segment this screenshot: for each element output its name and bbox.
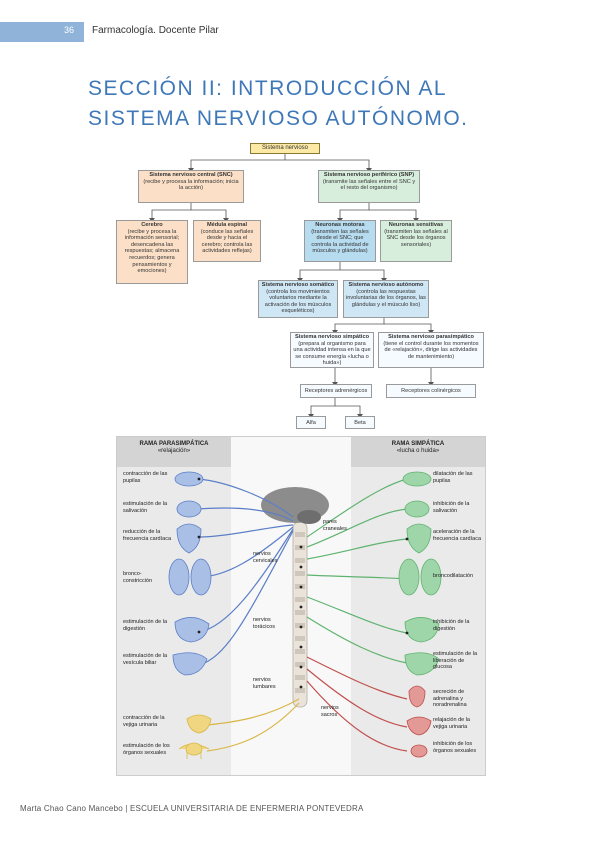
- header-title: Farmacología. Docente Pilar: [92, 25, 219, 36]
- left-label: estimulación de los órganos sexuales: [123, 743, 170, 756]
- node-title: Sistema nervioso autónomo: [348, 282, 424, 288]
- node-simpatico: Sistema nervioso simpático (prepara al o…: [290, 332, 374, 368]
- node-autonomo: Sistema nervioso autónomo (controla las …: [343, 280, 429, 318]
- node-title: Sistema nervioso parasimpático: [388, 334, 474, 340]
- left-label: contracción de la vejiga urinaria: [123, 715, 165, 728]
- node-somatico: Sistema nervioso somático (controla los …: [258, 280, 338, 318]
- autonomic-figure: RAMA PARASIMPÁTICA «relajación» RAMA SIM…: [116, 436, 486, 776]
- node-title: Cerebro: [141, 222, 163, 228]
- node-desc: (recibe y procesa la información sensori…: [124, 228, 180, 275]
- left-label: contracción de las pupilas: [123, 471, 168, 484]
- right-label: inhibición de los órganos sexuales: [433, 741, 477, 754]
- node-neuronas-sensitivas: Neuronas sensitivas (transmiten las seña…: [380, 220, 452, 262]
- left-label: estimulación de la vesícula biliar: [123, 653, 168, 666]
- node-label: Beta: [354, 420, 366, 426]
- node-neuronas-motoras: Neuronas motoras (transmiten las señales…: [304, 220, 376, 262]
- node-title: Neuronas motoras: [315, 222, 365, 228]
- left-label: estimulación de la salivación: [123, 501, 168, 514]
- node-title: Sistema nervioso periférico (SNP): [323, 172, 415, 178]
- node-desc: (transmite las señales entre el SNC y el…: [322, 178, 416, 192]
- node-desc: (conduce las señales desde y hacia el ce…: [200, 228, 254, 255]
- node-title: Sistema nervioso simpático: [295, 334, 369, 340]
- sympathetic-title: RAMA SIMPÁTICA: [391, 441, 445, 447]
- node-title: Neuronas sensitivas: [388, 222, 444, 228]
- label-nervios-sacros: nervios sacros: [321, 705, 339, 718]
- node-alfa: Alfa: [296, 416, 326, 429]
- sympathetic-subtitle: «lucha o huida»: [396, 448, 440, 454]
- node-desc: (prepara al organismo para una actividad…: [293, 340, 371, 367]
- right-label: inhibición de la salivación: [433, 501, 470, 514]
- right-label: relajación de la vejiga urinaria: [433, 717, 470, 730]
- left-label: reducción de la frecuencia cardíaca: [123, 529, 171, 542]
- node-label: Alfa: [306, 420, 316, 426]
- right-label: dilatación de las pupilas: [433, 471, 473, 484]
- node-label: Receptores adrenérgicos: [304, 388, 368, 394]
- right-label: inhibición de la digestión: [433, 619, 470, 632]
- node-title: Sistema nervioso somático: [261, 282, 335, 288]
- node-desc: (controla los movimientos voluntarios me…: [264, 288, 332, 315]
- left-label: estimulación de la digestión: [123, 619, 168, 632]
- right-label: estimulación de la liberación de glucosa: [433, 651, 478, 670]
- header-tab: [0, 22, 84, 42]
- page-number: 36: [64, 25, 75, 35]
- label-pares-craneales: pares craneales: [323, 519, 347, 532]
- node-cerebro: Cerebro (recibe y procesa la información…: [116, 220, 188, 284]
- node-desc: (transmiten las señales desde el SNC; qu…: [311, 228, 369, 255]
- node-snc: Sistema nervioso central (SNC) (recibe y…: [138, 170, 244, 203]
- node-beta: Beta: [345, 416, 375, 429]
- left-label: bronco-constricción: [123, 571, 153, 584]
- node-label: Sistema nervioso: [261, 145, 309, 151]
- right-label: broncodilatación: [433, 573, 474, 579]
- label-nervios-lumbares: nervios lumbares: [253, 677, 276, 690]
- diagram-connectors: [149, 153, 434, 418]
- node-receptores-colinergicos: Receptores colinérgicos: [386, 384, 476, 398]
- footer: Marta Chao Cano Mancebo | ESCUELA UNIVER…: [20, 804, 364, 813]
- section-title: SECCIÓN II: INTRODUCCIÓN AL SISTEMA NERV…: [88, 77, 469, 130]
- node-receptores-adrenergicos: Receptores adrenérgicos: [300, 384, 372, 398]
- node-medula: Médula espinal (conduce las señales desd…: [193, 220, 261, 262]
- node-title: Médula espinal: [206, 222, 248, 228]
- node-title: Sistema nervioso central (SNC): [149, 172, 233, 178]
- sympathetic-header: RAMA SIMPÁTICA «lucha o huida»: [351, 441, 485, 455]
- node-desc: (tiene el control durante los momentos d…: [383, 340, 479, 360]
- autonomic-illustration: [117, 437, 485, 775]
- node-desc: (recibe y procesa la información; inicia…: [143, 178, 239, 192]
- node-sistema-nervioso: Sistema nervioso: [250, 143, 320, 154]
- node-snp: Sistema nervioso periférico (SNP) (trans…: [318, 170, 420, 203]
- parasympathetic-subtitle: «relajación»: [157, 448, 191, 454]
- label-nervios-toracicos: nervios torácicos: [253, 617, 276, 630]
- parasympathetic-header: RAMA PARASIMPÁTICA «relajación»: [117, 441, 231, 455]
- node-desc: (controla las respuestas involuntarias d…: [346, 288, 426, 308]
- node-label: Receptores colinérgicos: [401, 388, 461, 394]
- label-nervios-cervicales: nervios cervicales: [253, 551, 278, 564]
- node-desc: (transmiten las señales al SNC desde los…: [384, 228, 448, 248]
- node-parasimpatico: Sistema nervioso parasimpático (tiene el…: [378, 332, 484, 368]
- right-label: aceleración de la frecuencia cardíaca: [433, 529, 481, 542]
- right-label: secreción de adrenalina y noradrenalina: [433, 689, 467, 708]
- parasympathetic-title: RAMA PARASIMPÁTICA: [139, 441, 209, 447]
